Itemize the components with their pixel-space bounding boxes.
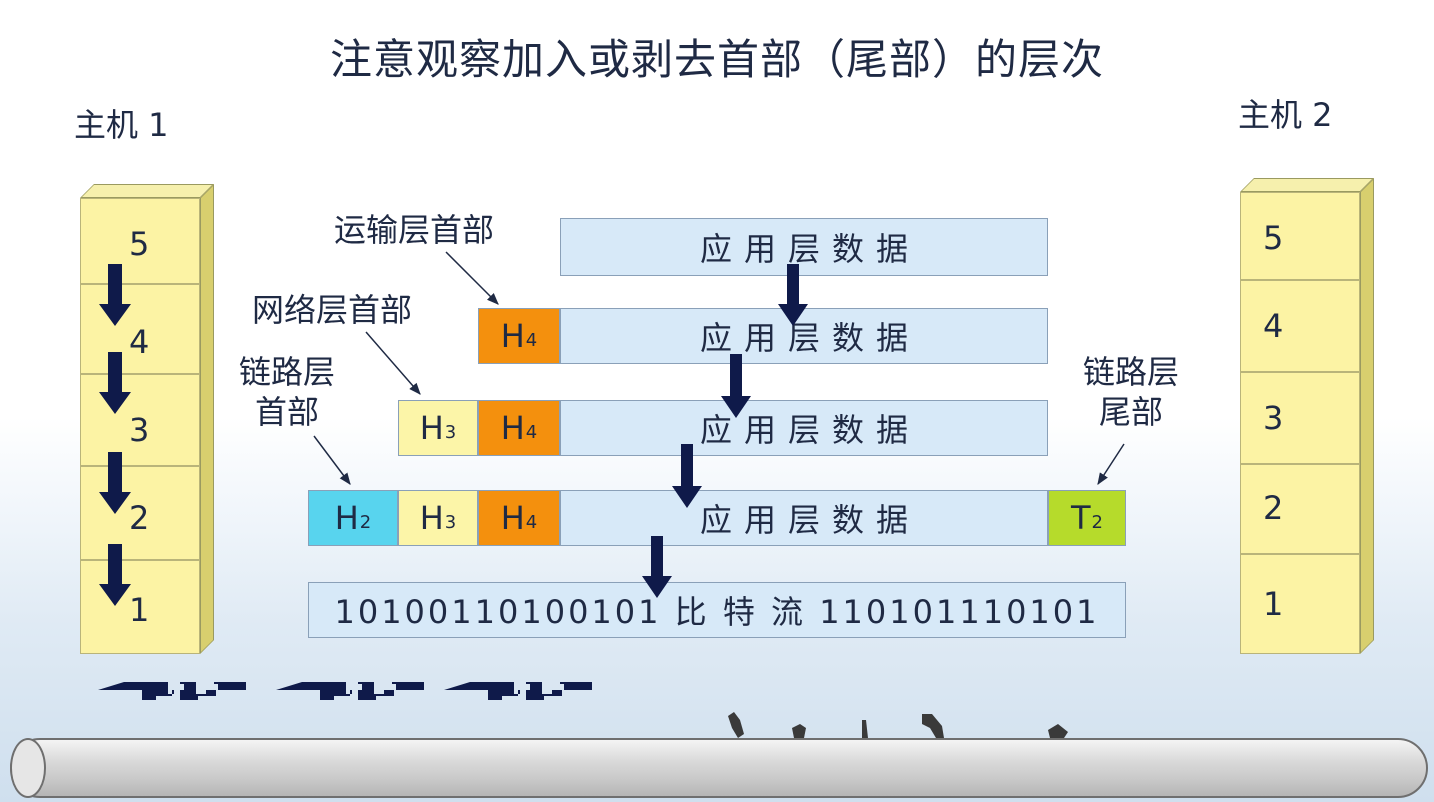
encap-arrow-row4-row5 [642, 536, 672, 598]
host2-layer-3: 3 [1240, 372, 1360, 464]
link-trailer-pointer [1097, 443, 1125, 486]
transport-header-pointer [445, 251, 499, 305]
pipe-end-cap [10, 738, 46, 798]
host1-layer-5: 5 [80, 198, 200, 284]
transmission-medium-pipe [10, 738, 1428, 798]
app-data-row-2: 应用层数据 [560, 308, 1048, 364]
host1-label: 主机 1 [74, 106, 169, 144]
link-header-label: 链路层 首部 [238, 353, 335, 431]
encap-arrow-row3-row4 [672, 444, 702, 508]
host1-layer-1: 1 [80, 560, 200, 654]
host1-down-arrow-3-2 [99, 452, 131, 514]
host1-down-arrow-5-4 [99, 264, 131, 326]
signal-waveforms [98, 682, 592, 700]
host1-layer-3: 3 [80, 374, 200, 466]
pipe-figures [728, 712, 1068, 738]
figure-4 [922, 714, 944, 738]
bitstream-row: 10100110100101 比 特 流 110101110101 [308, 582, 1126, 638]
encap-arrow-row1-row2 [778, 264, 808, 326]
host1-layer-4: 4 [80, 284, 200, 374]
host1-layer-stack: 5 4 3 2 1 [80, 184, 214, 654]
figure-1 [728, 712, 744, 738]
app-data-row-4: 应用层数据 [560, 490, 1048, 546]
figure-2 [792, 724, 806, 738]
network-header-label: 网络层首部 [252, 291, 413, 329]
link-header-pointer [313, 435, 351, 485]
host2-layer-2: 2 [1240, 464, 1360, 554]
host2-label: 主机 2 [1238, 96, 1333, 134]
network-header-pointer [365, 331, 421, 395]
transport-header-label: 运输层首部 [334, 211, 495, 249]
waveform-2 [276, 682, 424, 700]
host2-layer-stack: 5 4 3 2 1 [1240, 178, 1374, 654]
app-data-row-1: 应用层数据 [560, 218, 1048, 276]
waveform-1 [98, 682, 246, 700]
app-data-row-3: 应用层数据 [560, 400, 1048, 456]
figure-3 [862, 720, 868, 738]
figure-5 [1048, 724, 1068, 738]
host2-layer-5: 5 [1240, 192, 1360, 280]
host1-down-arrow-4-3 [99, 352, 131, 414]
diagram-title: 注意观察加入或剥去首部（尾部）的层次 [329, 35, 1104, 84]
encap-arrow-row2-row3 [721, 354, 751, 418]
link-trailer-label: 链路层 尾部 [1082, 353, 1179, 431]
waveform-3 [444, 682, 592, 700]
host1-down-arrow-2-1 [99, 544, 131, 606]
host2-layer-1: 1 [1240, 554, 1360, 654]
host2-layer-4: 4 [1240, 280, 1360, 372]
host1-layer-2: 2 [80, 466, 200, 560]
